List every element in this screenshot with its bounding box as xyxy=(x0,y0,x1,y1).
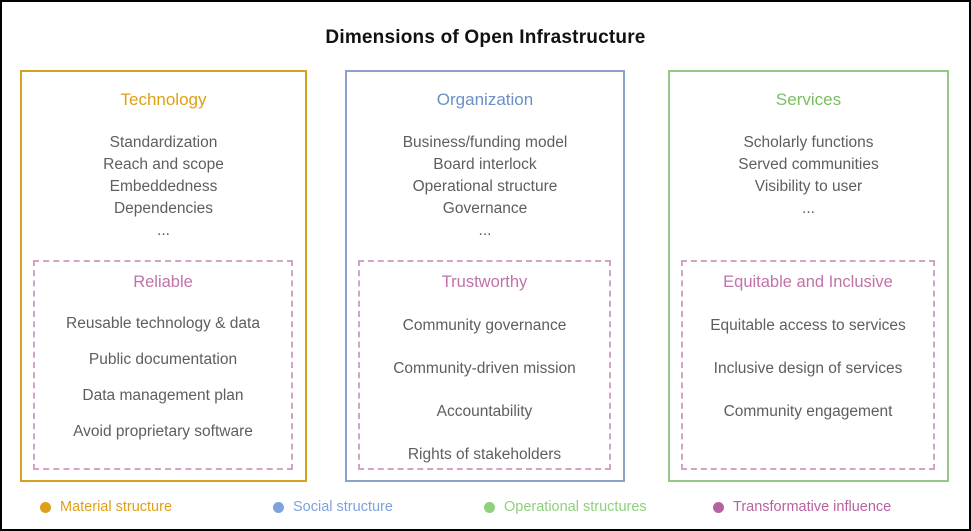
list-item: Standardization xyxy=(109,134,218,151)
legend-label: Social structure xyxy=(293,499,393,515)
list-item: Inclusive design of services xyxy=(713,359,903,377)
pink-dot-icon xyxy=(713,502,724,513)
reliable-item-list: Reusable technology & data Public docume… xyxy=(35,306,291,450)
page-title: Dimensions of Open Infrastructure xyxy=(325,27,646,48)
legend-label: Transformative influence xyxy=(733,499,892,515)
services-box-title: Services xyxy=(775,90,842,109)
organization-item-list: Business/funding model Board interlock O… xyxy=(347,132,623,242)
trustworthy-inner-box-title: Trustworthy xyxy=(441,273,528,291)
equitable-inclusive-inner-box-title: Equitable and Inclusive xyxy=(723,273,893,291)
legend-item-social-structure: Social structure xyxy=(273,499,393,516)
technology-item-list: Standardization Reach and scope Embedded… xyxy=(22,132,305,242)
list-item: Rights of stakeholders xyxy=(407,445,562,463)
list-item: Community-driven mission xyxy=(393,359,576,377)
list-item: Governance xyxy=(442,200,528,217)
list-item: Served communities xyxy=(738,156,879,173)
list-item: Community governance xyxy=(402,316,567,334)
list-item: Accountability xyxy=(436,402,533,420)
technology-box-title: Technology xyxy=(120,90,207,109)
list-item: Board interlock xyxy=(433,156,537,173)
services-box: Services Scholarly functions Served comm… xyxy=(668,70,949,482)
blue-dot-icon xyxy=(273,502,284,513)
list-item: Embeddedness xyxy=(109,178,218,195)
list-item: Reach and scope xyxy=(103,156,224,173)
legend-item-operational-structures: Operational structures xyxy=(484,499,647,516)
list-item: Community engagement xyxy=(723,402,893,420)
list-item: Scholarly functions xyxy=(743,134,874,151)
legend-item-material-structure: Material structure xyxy=(40,499,172,516)
legend-label: Material structure xyxy=(60,499,173,515)
list-item: Public documentation xyxy=(88,351,238,368)
trustworthy-inner-box: Trustworthy Community governance Communi… xyxy=(358,260,611,470)
reliable-inner-box-title: Reliable xyxy=(133,273,193,291)
organization-box: Organization Business/funding model Boar… xyxy=(345,70,625,482)
list-item: Dependencies xyxy=(113,200,214,217)
services-item-list: Scholarly functions Served communities V… xyxy=(670,132,947,220)
orange-dot-icon xyxy=(40,502,51,513)
equitable-inclusive-inner-box: Equitable and Inclusive Equitable access… xyxy=(681,260,935,470)
reliable-inner-box: Reliable Reusable technology & data Publ… xyxy=(33,260,293,470)
organization-box-title: Organization xyxy=(436,90,534,109)
green-dot-icon xyxy=(484,502,495,513)
equitable-inclusive-item-list: Equitable access to services Inclusive d… xyxy=(683,304,933,433)
list-item: Avoid proprietary software xyxy=(73,423,253,440)
legend-label: Operational structures xyxy=(504,499,647,515)
trustworthy-item-list: Community governance Community-driven mi… xyxy=(360,304,609,476)
list-item: Visibility to user xyxy=(754,178,863,195)
list-item: Data management plan xyxy=(82,387,244,404)
list-item-ellipsis: ... xyxy=(802,200,815,217)
list-item-ellipsis: ... xyxy=(478,222,492,239)
legend-item-transformative-influence: Transformative influence xyxy=(713,499,891,516)
list-item: Reusable technology & data xyxy=(66,315,260,332)
list-item: Operational structure xyxy=(412,178,558,195)
list-item-ellipsis: ... xyxy=(157,222,170,239)
technology-box: Technology Standardization Reach and sco… xyxy=(20,70,307,482)
list-item: Business/funding model xyxy=(402,134,568,151)
list-item: Equitable access to services xyxy=(710,316,906,334)
